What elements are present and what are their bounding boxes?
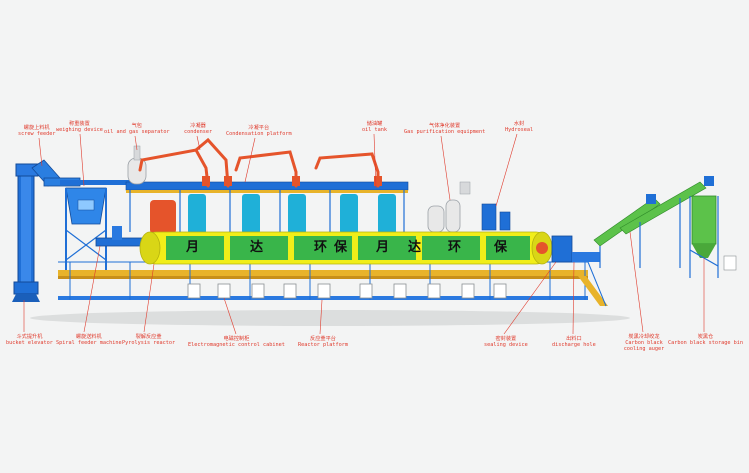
condenser-stands bbox=[202, 176, 382, 186]
reactor-platform bbox=[58, 261, 608, 307]
reactor-char-8: 保 bbox=[494, 240, 508, 255]
ground-shadow bbox=[30, 310, 630, 326]
carbon-black-cooling-auger bbox=[593, 176, 714, 268]
sealing-device bbox=[551, 235, 600, 263]
condensers bbox=[138, 137, 380, 188]
reactor-char-7: 环 bbox=[448, 240, 462, 255]
leader-lines bbox=[23, 133, 705, 335]
oil-tanks bbox=[150, 194, 396, 234]
gas-purification-equipment bbox=[427, 181, 471, 233]
pyrolysis-reactor bbox=[139, 231, 553, 265]
hydroseal bbox=[481, 203, 511, 231]
em-control-cabinets bbox=[187, 283, 507, 299]
weighing-device bbox=[60, 180, 130, 275]
reactor-char-4: 保 bbox=[334, 240, 348, 255]
reactor-char-2: 达 bbox=[250, 240, 264, 255]
oil-gas-separator bbox=[127, 145, 147, 185]
reactor-char-6: 达 bbox=[408, 240, 422, 255]
reactor-char-1: 月 bbox=[186, 240, 200, 255]
condensation-platform bbox=[125, 181, 409, 232]
reactor-char-3: 环 bbox=[314, 240, 328, 255]
reactor-char-5: 月 bbox=[376, 240, 390, 255]
carbon-black-storage-bin bbox=[689, 195, 737, 278]
bucket-elevator bbox=[12, 163, 40, 302]
